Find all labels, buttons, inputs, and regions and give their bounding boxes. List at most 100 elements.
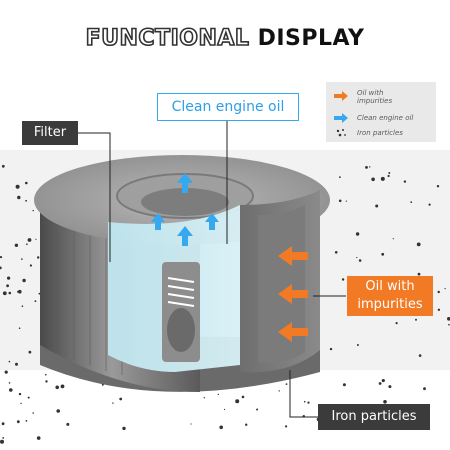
iron-particle [66,422,70,426]
iron-particle [378,382,382,385]
iron-particle [35,238,37,240]
iron-particle [334,251,338,254]
blue-arrow-icon [205,213,219,230]
iron-particle [256,408,259,411]
iron-particle [37,256,40,259]
iron-particle [217,393,219,396]
iron-particle [395,322,398,325]
iron-particle [25,199,27,202]
iron-particle [9,388,13,392]
iron-particle [342,383,346,387]
iron-particle [56,409,60,413]
iron-particle [8,360,11,363]
iron-particle [0,439,4,444]
iron-particle [27,396,30,399]
iron-particle [0,266,2,270]
iron-particle [410,201,413,204]
iron-particle [2,437,5,439]
legend-item-iron: Iron particles [326,126,436,142]
iron-particle [448,323,450,326]
legend-label-oil-line1: Oil with [357,89,384,97]
iron-particle [2,291,7,296]
iron-particle [371,177,375,182]
iron-particle [428,203,431,206]
valve-ball [167,308,195,352]
iron-particle [28,350,32,354]
iron-particle [329,347,333,351]
orange-arrow-icon [278,246,308,266]
iron-particle [423,387,426,391]
blue-arrow-icon [151,213,165,230]
iron-particle [32,209,34,212]
oil-impurities-label-line2: impurities [357,297,423,312]
iron-particle [338,199,342,203]
iron-particle [355,232,360,236]
iron-particle [8,291,12,295]
filter-inner-hole [141,188,229,216]
oil-impurities-label-line1: Oil with [365,279,415,294]
iron-particle [303,400,306,403]
iron-particle [18,392,22,396]
blue-arrow-icon [334,113,348,123]
iron-particle [6,284,9,288]
iron-particle [16,420,20,424]
iron-particle [388,172,391,174]
iron-particle [381,379,385,383]
iron-particle [18,327,21,330]
iron-particle [339,176,341,179]
particles-icon [336,129,346,137]
oil-impurities-label: Oil with impurities [347,276,433,316]
iron-particle [119,397,123,401]
iron-particle [436,185,440,188]
clean-oil-arrows [151,173,219,246]
iron-particle [341,278,345,281]
legend-item-clean-oil: Clean engine oil [326,111,436,127]
iron-particle [38,292,41,295]
iron-particle [380,176,385,181]
title-bold-word: DISPLAY [257,26,365,51]
iron-particles-label: Iron particles [318,404,430,430]
legend-label-iron: Iron particles [357,129,403,137]
iron-particle [375,204,379,208]
iron-particle [219,425,223,430]
iron-particle [21,305,24,308]
iron-particle [34,300,37,303]
iron-particle [15,362,18,366]
iron-particle [60,384,65,389]
oil-impurities-arrows [278,246,308,342]
iron-particle [203,397,205,399]
iron-particle [416,242,421,247]
iron-particle [403,180,407,183]
iron-particle [27,238,32,242]
iron-particle [26,243,28,245]
blue-arrow-icon [177,173,193,193]
iron-particle [1,422,5,426]
iron-particle [1,164,5,168]
iron-particle [437,290,440,294]
iron-particle [15,184,20,189]
filter-label: Filter [22,121,78,145]
iron-particle [223,408,226,411]
iron-particle [55,385,59,390]
iron-particle [36,436,41,440]
iron-particle [356,256,358,259]
iron-particle [418,354,422,357]
orange-arrow-icon [278,284,308,304]
iron-particle [447,317,450,321]
iron-particle [14,243,19,247]
iron-particle [8,382,11,384]
iron-particle [25,181,28,185]
iron-particle [4,370,8,374]
iron-particle [388,385,392,389]
iron-particle [241,395,245,399]
iron-particle [387,174,390,178]
iron-particle [444,288,446,290]
iron-particle [45,373,47,376]
blue-arrow-icon [177,226,193,246]
iron-particle [437,308,441,311]
iron-particle [369,166,371,168]
